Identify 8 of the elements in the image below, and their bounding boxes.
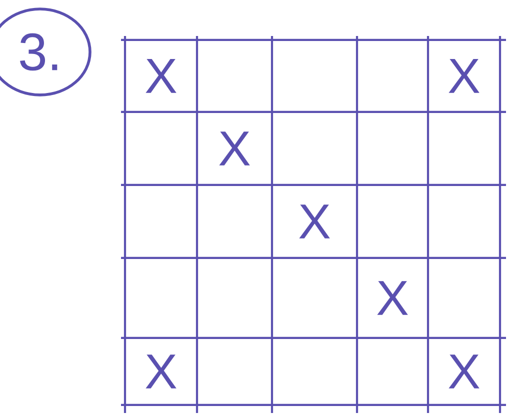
cross-mark: X (219, 132, 250, 166)
cross-mark: X (299, 204, 330, 238)
cross-mark: X (377, 281, 408, 315)
cross-mark: X (448, 59, 480, 93)
circled-number: 3. (0, 8, 92, 96)
cross-mark: X (146, 59, 176, 93)
cross-mark: X (146, 354, 176, 388)
cross-mark: X (448, 354, 480, 388)
